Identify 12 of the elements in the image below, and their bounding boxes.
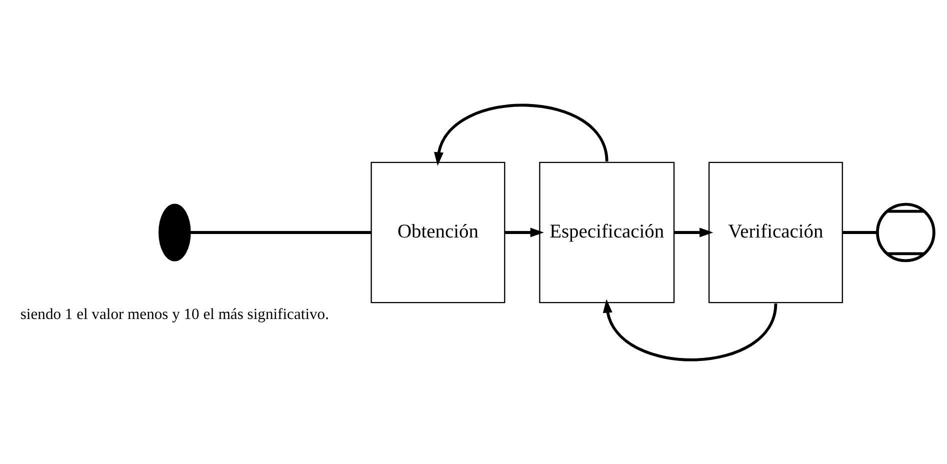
arrow: [434, 103, 608, 166]
node-box: Obtención: [370, 161, 506, 303]
label: siendo 1 el valor menos y 10 el más significativo.: [20, 305, 329, 322]
connector: [190, 230, 372, 234]
node-box: Especificación: [539, 161, 675, 303]
arrow: [602, 298, 778, 361]
arrow: [504, 227, 544, 237]
node-circle: [876, 202, 936, 262]
arrow: [674, 227, 714, 237]
node-box: Verificación: [708, 161, 843, 303]
node-ellipse: [158, 203, 191, 261]
connector: [842, 230, 878, 234]
